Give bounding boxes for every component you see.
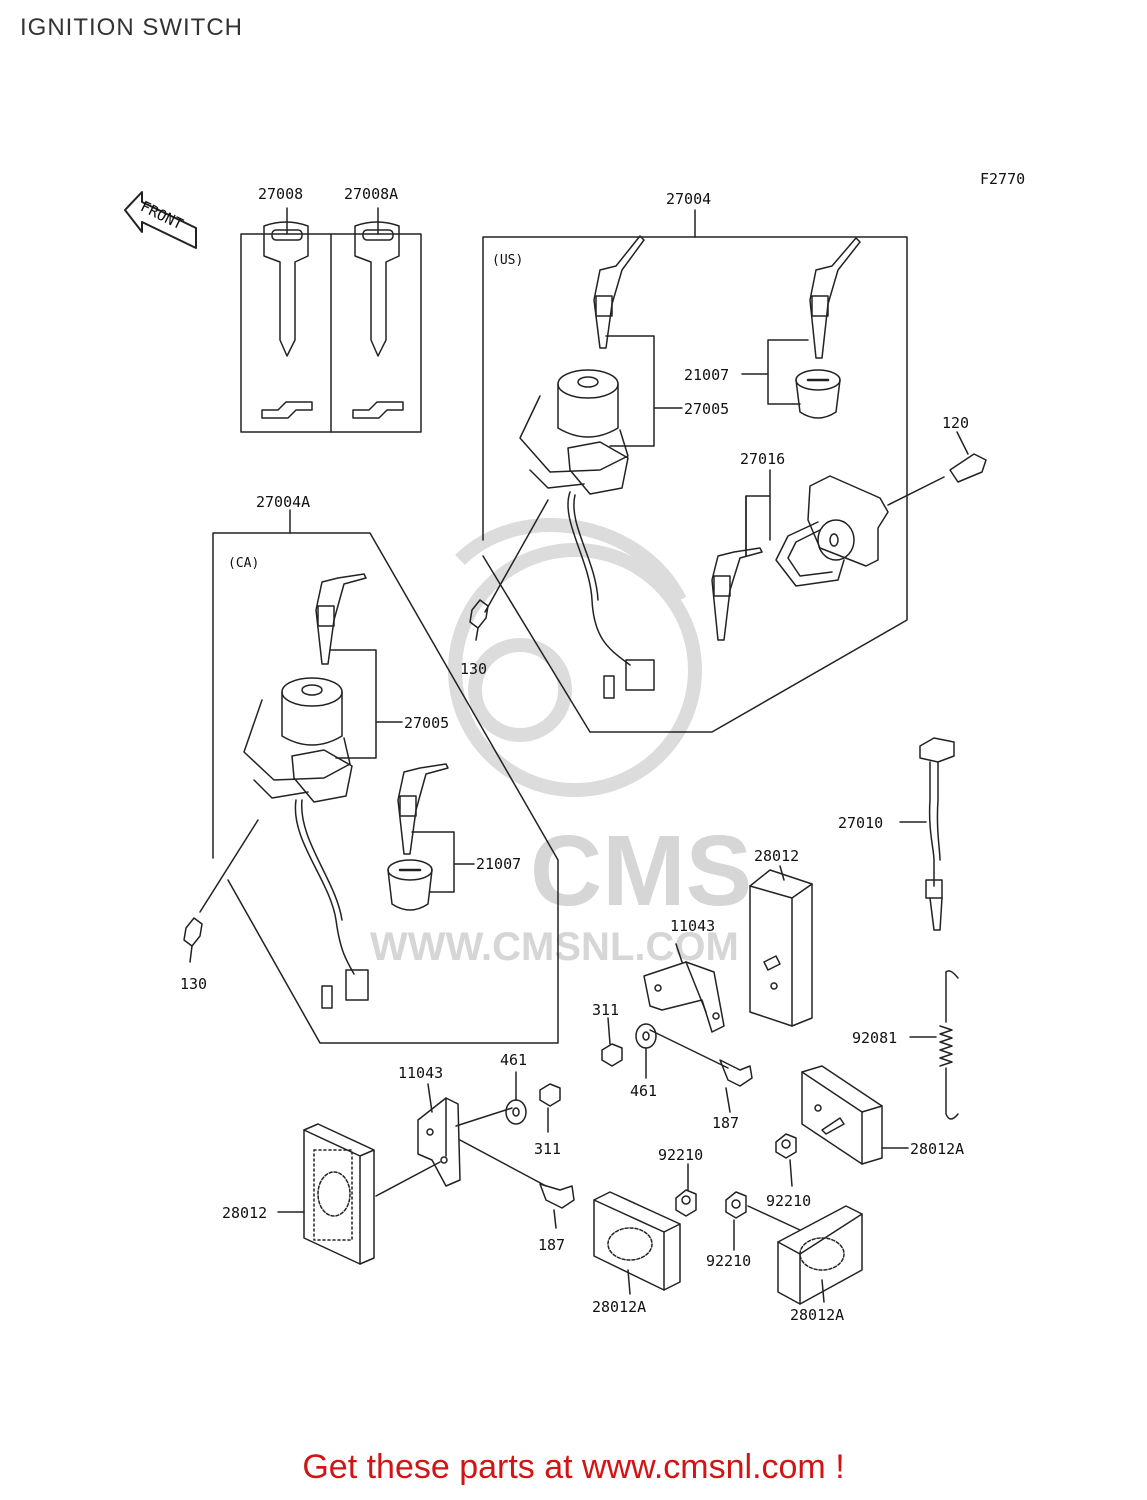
key-icon [315, 573, 367, 665]
key-icon [711, 547, 763, 641]
bolt-icon [949, 453, 987, 483]
part-label: 120 [942, 414, 969, 432]
front-arrow-icon [124, 191, 197, 249]
part-label: 311 [592, 1001, 619, 1019]
lock-cap-icon [387, 859, 433, 911]
callout-lines [605, 335, 809, 557]
washer-icon [505, 1071, 527, 1125]
part-label: 27008A [344, 185, 398, 203]
part-label: 28012A [790, 1306, 844, 1324]
leader-line [459, 1139, 547, 1187]
key-icon [352, 221, 404, 419]
rubber-pad-icon [749, 865, 813, 1027]
nut-icon [601, 1017, 623, 1067]
part-label: 28012 [754, 847, 799, 865]
leader-line [455, 1107, 513, 1127]
leader-line [956, 431, 969, 455]
key-boxes [240, 207, 422, 433]
part-label: 92210 [706, 1252, 751, 1270]
part-label: 130 [460, 660, 487, 678]
page-title: IGNITION SWITCH [20, 14, 243, 41]
figure-code: F2770 [980, 170, 1025, 188]
us-assembly-frame [482, 209, 908, 733]
part-label: 27005 [404, 714, 449, 732]
promo-link[interactable]: Get these parts at www.cmsnl.com ! [302, 1448, 845, 1486]
leader-line [649, 1029, 729, 1069]
part-label: 92210 [658, 1146, 703, 1164]
bolt-icon [719, 1059, 753, 1113]
region-label-us: (US) [492, 253, 523, 268]
part-label: 28012A [592, 1298, 646, 1316]
part-label: 187 [712, 1114, 739, 1132]
seat-lock-icon [775, 475, 945, 587]
rubber-pad-icon [801, 1065, 909, 1165]
part-label: 27004A [256, 493, 310, 511]
part-label: 11043 [398, 1064, 443, 1082]
rubber-pad-icon [277, 1123, 375, 1265]
callout-lines [329, 649, 475, 893]
key-icon [397, 763, 449, 855]
part-label: 92081 [852, 1029, 897, 1047]
washer-icon [635, 1023, 657, 1079]
collar-icon [725, 1191, 801, 1251]
part-label: 28012 [222, 1204, 267, 1222]
region-label-ca: (CA) [228, 556, 259, 571]
key-icon [809, 237, 861, 359]
part-label: 21007 [476, 855, 521, 873]
rubber-pad-icon [777, 1205, 863, 1305]
part-label: 21007 [684, 366, 729, 384]
bolt-icon [539, 1183, 575, 1229]
screw-icon [183, 917, 203, 963]
part-label: 27004 [666, 190, 711, 208]
part-label: 187 [538, 1236, 565, 1254]
collar-icon [775, 1133, 797, 1187]
part-label: 27005 [684, 400, 729, 418]
part-label: 28012A [910, 1140, 964, 1158]
cms-watermark [448, 518, 702, 797]
rubber-pad-icon [593, 1191, 681, 1295]
watermark-brand: CMS [530, 815, 752, 927]
key-icon [261, 221, 313, 419]
ca-assembly-frame [212, 509, 559, 1044]
part-label: 27008 [258, 185, 303, 203]
key-icon [593, 235, 645, 349]
bracket-icon [643, 943, 725, 1033]
ignition-switch-icon [199, 677, 369, 1009]
part-label: 92210 [766, 1192, 811, 1210]
part-label: 130 [180, 975, 207, 993]
spring-icon [909, 970, 959, 1120]
part-label: 27010 [838, 814, 883, 832]
part-label: 27016 [740, 450, 785, 468]
leader-line [375, 1161, 441, 1197]
part-label: 11043 [670, 917, 715, 935]
collar-icon [675, 1163, 697, 1217]
nut-icon [539, 1083, 561, 1133]
bracket-icon [417, 1083, 461, 1187]
part-label: 461 [500, 1051, 527, 1069]
part-label: 461 [630, 1082, 657, 1100]
lead-wire-icon [899, 737, 955, 931]
lock-cap-icon [795, 369, 841, 419]
ignition-switch-icon [484, 369, 655, 699]
part-label: 311 [534, 1140, 561, 1158]
screw-icon [469, 599, 489, 641]
